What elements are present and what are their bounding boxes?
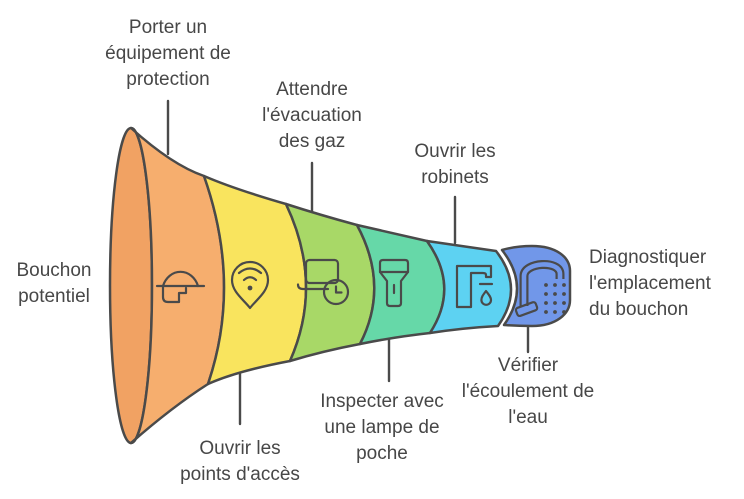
hard-hat-icon <box>155 270 206 304</box>
step-label-ouvrir-robinets: Ouvrir les robinets <box>414 141 496 188</box>
faucet-spray-icon <box>514 259 566 318</box>
step-label-porter-equipement: Porter un équipement de protection <box>105 17 231 90</box>
funnel-segment-6 <box>500 244 572 328</box>
step-label-attendre-evacuation: Attendre l'évacuation des gaz <box>262 79 362 152</box>
funnel-segment-5 <box>425 239 513 335</box>
flashlight-icon <box>378 258 410 308</box>
result-label: Diagnostiquer l'emplacement du bouchon <box>589 247 711 320</box>
laptop-clock-icon <box>296 258 350 306</box>
faucet-drop-icon <box>455 264 494 309</box>
step-label-inspecter-lampe: Inspecter avec une lampe de poche <box>320 391 444 464</box>
wifi-pin-icon <box>230 260 270 310</box>
step-label-points-acces: Ouvrir les points d'accès <box>180 438 300 485</box>
source-label: Bouchon potentiel <box>16 260 92 307</box>
step-label-verifier-ecoulement: Vérifier l'écoulement de l'eau <box>461 355 595 428</box>
